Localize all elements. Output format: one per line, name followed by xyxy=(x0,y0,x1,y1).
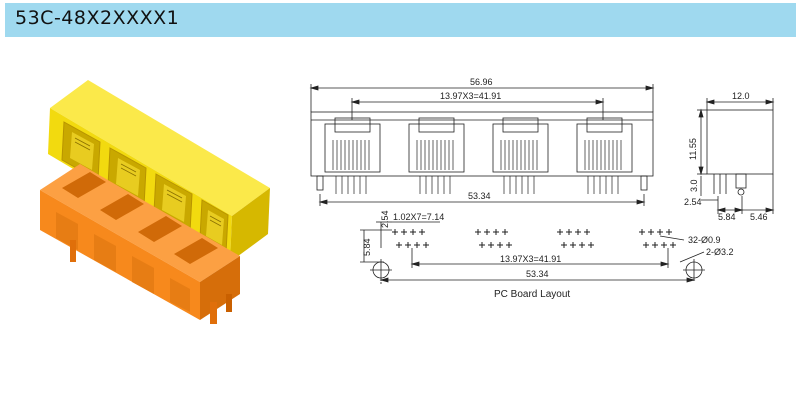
pcb-pin-hole-24 xyxy=(639,229,645,235)
pcb-pin-hole-30 xyxy=(661,242,667,248)
pcb-pin-hole-3 xyxy=(419,229,425,235)
pcb-post-span-label: 53.34 xyxy=(526,269,549,279)
pcb-pin-hole-19 xyxy=(584,229,590,235)
pcb-pin-holes xyxy=(392,229,676,248)
pcb-pin-hole-2 xyxy=(410,229,416,235)
pcb-caption: PC Board Layout xyxy=(494,289,570,300)
pcb-pin-hole-23 xyxy=(588,242,594,248)
pcb-pin-hole-13 xyxy=(488,242,494,248)
pcb-pin-hole-16 xyxy=(557,229,563,235)
pcb-post-holes-label: 2-Ø3.2 xyxy=(706,247,734,257)
side-pin-length-label: 3.0 xyxy=(689,179,699,192)
side-height-label: 11.55 xyxy=(688,138,698,160)
pcb-pin-hole-12 xyxy=(479,242,485,248)
front-view xyxy=(309,84,655,206)
pcb-pin-hole-14 xyxy=(497,242,503,248)
side-offset-c-label: 5.46 xyxy=(750,212,768,222)
pcb-pin-hole-4 xyxy=(396,242,402,248)
pcb-pin-hole-18 xyxy=(575,229,581,235)
pcb-pin-hole-26 xyxy=(657,229,663,235)
pcb-pin-hole-9 xyxy=(484,229,490,235)
pcb-pin-hole-6 xyxy=(414,242,420,248)
pcb-pin-hole-25 xyxy=(648,229,654,235)
pcb-pin-holes-label: 32-Ø0.9 xyxy=(688,235,721,245)
product-photos xyxy=(40,80,270,324)
pcb-pitch-label: 13.97X3=41.91 xyxy=(500,254,561,264)
pcb-pin-hole-17 xyxy=(566,229,572,235)
pcb-pin-hole-0 xyxy=(392,229,398,235)
header-bar: 53C-48X2XXXX1 xyxy=(5,3,796,37)
pcb-pin-hole-1 xyxy=(401,229,407,235)
pcb-pin-hole-27 xyxy=(666,229,672,235)
pcb-pin-hole-10 xyxy=(493,229,499,235)
pcb-pin-hole-15 xyxy=(506,242,512,248)
side-offset-a-label: 2.54 xyxy=(684,197,702,207)
front-pin-span-label: 53.34 xyxy=(468,191,491,201)
pcb-pin-hole-31 xyxy=(670,242,676,248)
pcb-pin-hole-29 xyxy=(652,242,658,248)
pcb-pin-hole-8 xyxy=(475,229,481,235)
pcb-row-offset-label: 2.54 xyxy=(380,210,390,228)
yellow-connector-image xyxy=(48,80,270,262)
pcb-pin-hole-21 xyxy=(570,242,576,248)
side-offset-b-label: 5.84 xyxy=(718,212,736,222)
side-view xyxy=(697,98,775,214)
pcb-pin-hole-7 xyxy=(423,242,429,248)
orange-connector-image xyxy=(40,164,240,324)
pcb-pin-hole-20 xyxy=(561,242,567,248)
pcb-pin-hole-28 xyxy=(643,242,649,248)
front-pitch-label: 13.97X3=41.91 xyxy=(440,91,501,101)
page-title: 53C-48X2XXXX1 xyxy=(15,7,180,29)
pcb-pin-hole-22 xyxy=(579,242,585,248)
pcb-hole-offset-label: 5.84 xyxy=(362,238,372,256)
pcb-pin-pitch-label: 1.02X7=7.14 xyxy=(393,212,444,222)
side-depth-label: 12.0 xyxy=(732,91,750,101)
pcb-layout xyxy=(360,221,705,284)
pcb-pin-hole-5 xyxy=(405,242,411,248)
pcb-pin-hole-11 xyxy=(502,229,508,235)
overall-width-label: 56.96 xyxy=(470,77,493,87)
